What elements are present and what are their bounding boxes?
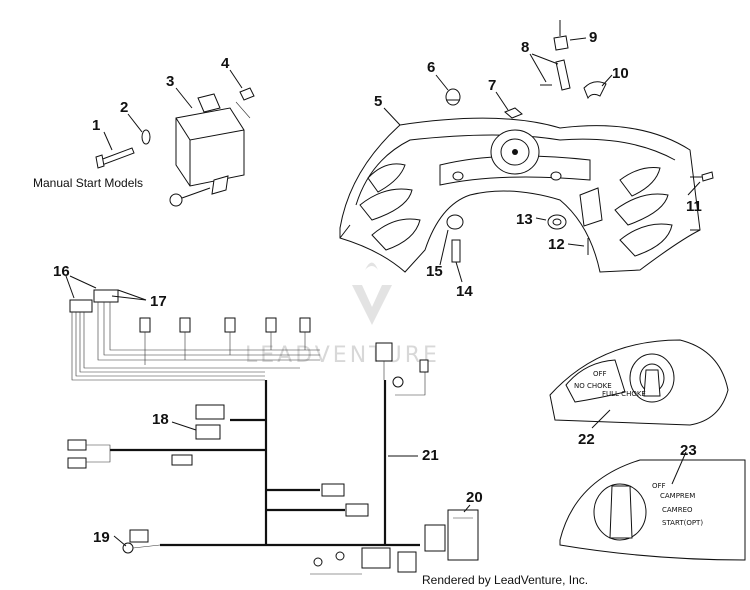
watermark-text: LEADVENTURE (245, 343, 440, 368)
callout-21: 21 (422, 447, 439, 464)
callout-22: 22 (578, 431, 595, 448)
watermark: LEADVENTURE (245, 262, 440, 368)
callout-16: 16 (53, 263, 70, 280)
key-label-off: OFF (652, 482, 666, 490)
callout-13: 13 (516, 211, 533, 228)
callout-1: 1 (92, 117, 100, 134)
callout-10: 10 (612, 65, 629, 82)
callout-17: 17 (150, 293, 167, 310)
callouts: 1 2 3 4 5 6 7 8 9 10 11 12 13 14 15 16 1… (53, 29, 702, 546)
callout-12: 12 (548, 236, 565, 253)
choke-label-no: NO CHOKE (574, 382, 612, 390)
callout-20: 20 (466, 489, 483, 506)
callout-7: 7 (488, 77, 496, 94)
console-assembly (339, 20, 714, 283)
key-label-camprem: CAMPREM (660, 492, 695, 500)
callout-6: 6 (427, 59, 435, 76)
callout-8: 8 (521, 39, 529, 56)
choke-panel: OFF NO CHOKE FULL CHOKE (549, 339, 729, 429)
callout-2: 2 (120, 99, 128, 116)
callout-19: 19 (93, 529, 110, 546)
callout-14: 14 (456, 283, 473, 300)
callout-3: 3 (166, 73, 174, 90)
callout-18: 18 (152, 411, 169, 428)
solenoid-assembly (95, 69, 255, 207)
callout-4: 4 (221, 55, 230, 72)
credit-line: Rendered by LeadVenture, Inc. (422, 573, 588, 587)
manual-start-caption: Manual Start Models (33, 176, 143, 190)
key-label-start: START(OPT) (662, 519, 703, 527)
callout-15: 15 (426, 263, 443, 280)
choke-label-full: FULL CHOKE (602, 390, 646, 398)
callout-9: 9 (589, 29, 597, 46)
choke-label-off: OFF (593, 370, 607, 378)
callout-5: 5 (374, 93, 382, 110)
wiring-harness (65, 275, 479, 575)
key-label-camreo: CAMREO (662, 506, 693, 514)
key-switch-panel: OFF CAMPREM CAMREO START(OPT) (559, 451, 746, 561)
callout-23: 23 (680, 442, 697, 459)
callout-11: 11 (686, 198, 702, 215)
